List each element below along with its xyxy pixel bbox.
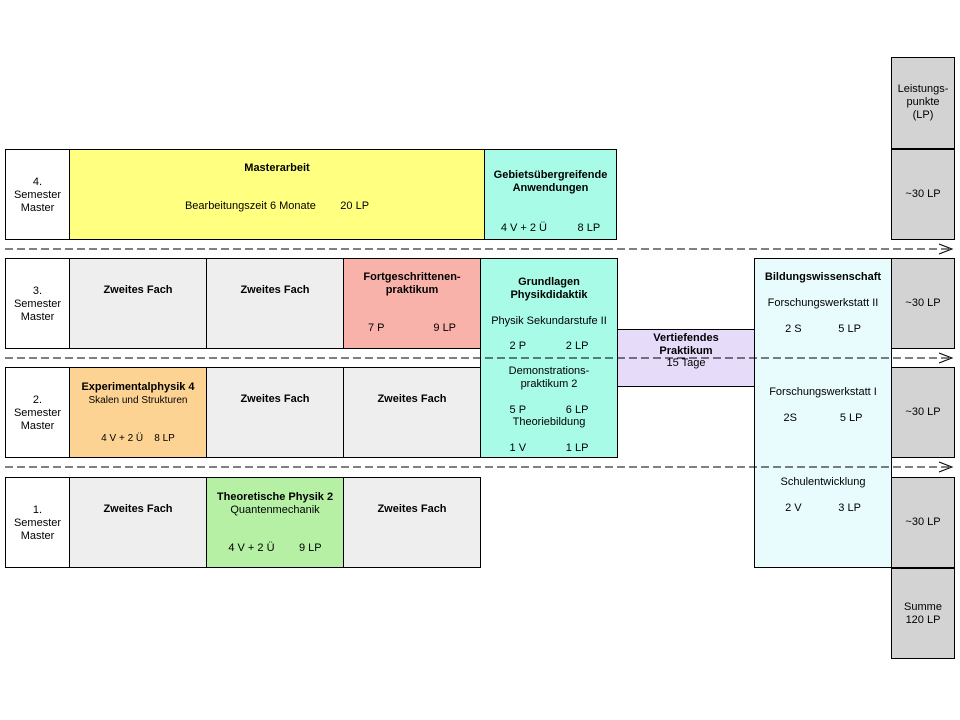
module-lp: 5 LP bbox=[839, 412, 863, 424]
points-semester-1: ~30 LP bbox=[891, 477, 955, 568]
submodule-details: 1 V 1 LP bbox=[481, 429, 617, 455]
points-label: ~30 LP bbox=[905, 188, 941, 200]
masterarbeit-module: Masterarbeit Bearbeitungszeit 6 Monate 2… bbox=[69, 149, 485, 240]
masterarbeit-details: Bearbeitungszeit 6 Monate 20 LP bbox=[70, 187, 484, 213]
points-semester-4: ~30 LP bbox=[891, 149, 955, 240]
module-lp: 5 LP bbox=[838, 323, 861, 335]
theoretische-physik-2-module: Theoretische Physik 2 Quantenmechanik 4 … bbox=[206, 477, 344, 568]
submodule-details: 2 V 3 LP bbox=[755, 489, 891, 515]
zweites-fach-module: Zweites Fach bbox=[206, 258, 344, 349]
submodule-name: Demonstrations- praktikum 2 bbox=[508, 365, 590, 390]
points-label: ~30 LP bbox=[905, 516, 941, 528]
points-label: ~30 LP bbox=[905, 406, 941, 418]
module-subtitle: Skalen und Strukturen bbox=[88, 395, 188, 406]
semester-1-label: 1. Semester Master bbox=[5, 477, 70, 568]
module-lp: 8 LP bbox=[577, 222, 601, 234]
semester-text: 1. Semester Master bbox=[13, 504, 62, 542]
semester-text: 2. Semester Master bbox=[13, 394, 62, 432]
semester-2-label: 2. Semester Master bbox=[5, 367, 70, 458]
zweites-fach-module: Zweites Fach bbox=[69, 477, 207, 568]
zweites-fach-module: Zweites Fach bbox=[343, 477, 481, 568]
points-label: ~30 LP bbox=[905, 297, 941, 309]
module-hours: 1 V bbox=[509, 442, 527, 454]
module-title: Masterarbeit bbox=[244, 162, 310, 174]
zweites-fach-module: Zweites Fach bbox=[343, 367, 481, 458]
module-subtitle: Quantenmechanik bbox=[230, 504, 320, 516]
bildungswissenschaft-module: Bildungswissenschaft Forschungswerkstatt… bbox=[754, 258, 892, 568]
module-lp: 2 LP bbox=[565, 340, 589, 352]
semester-separator-arrow bbox=[5, 352, 954, 364]
points-header-label: Leistungs- punkte (LP) bbox=[897, 83, 949, 121]
module-hours: 2 V bbox=[785, 502, 802, 514]
module-hours: 4 V + 2 Ü bbox=[101, 433, 144, 444]
fortgeschritten-details: 7 P 9 LP bbox=[344, 309, 480, 335]
submodule-details: 2 P 2 LP bbox=[481, 327, 617, 353]
semester-text: 4. Semester Master bbox=[13, 176, 62, 214]
module-title: Gebietsübergreifende Anwendungen bbox=[493, 169, 608, 194]
module-title: Zweites Fach bbox=[377, 393, 447, 405]
module-lp: 1 LP bbox=[565, 442, 589, 454]
gebiet-details: 4 V + 2 Ü 8 LP bbox=[485, 209, 616, 235]
module-title: Zweites Fach bbox=[103, 284, 173, 296]
module-lp: 20 LP bbox=[340, 200, 370, 212]
semester-3-label: 3. Semester Master bbox=[5, 258, 70, 349]
points-sum-label: Summe 120 LP bbox=[904, 601, 942, 626]
submodule-name: Schulentwicklung bbox=[780, 476, 866, 488]
semester-4-label: 4. Semester Master bbox=[5, 149, 70, 240]
points-header: Leistungs- punkte (LP) bbox=[891, 57, 955, 149]
zweites-fach-module: Zweites Fach bbox=[206, 367, 344, 458]
submodule-details: 2S 5 LP bbox=[755, 399, 891, 425]
submodule-details: 5 P 6 LP bbox=[481, 391, 617, 417]
module-title: Grundlagen Physikdidaktik bbox=[510, 276, 588, 301]
module-hours: 2 S bbox=[785, 323, 802, 335]
module-lp: 3 LP bbox=[838, 502, 861, 514]
module-title: Theoretische Physik 2 bbox=[216, 491, 334, 503]
module-duration: 15 Tage bbox=[666, 357, 706, 369]
submodule-name: Physik Sekundarstufe II bbox=[491, 315, 607, 327]
submodule-details: 2 S 5 LP bbox=[755, 310, 891, 336]
module-title: Zweites Fach bbox=[103, 503, 173, 515]
module-hours: 7 P bbox=[367, 322, 385, 334]
module-title: Zweites Fach bbox=[240, 393, 310, 405]
module-title: Zweites Fach bbox=[240, 284, 310, 296]
experimentalphysik-4-module: Experimentalphysik 4 Skalen und Struktur… bbox=[69, 367, 207, 458]
module-title: Vertiefendes Praktikum bbox=[653, 332, 719, 357]
module-lp: 6 LP bbox=[565, 404, 589, 416]
points-sum: Summe 120 LP bbox=[891, 568, 955, 659]
module-hours: 5 P bbox=[509, 404, 527, 416]
module-hours: 2 P bbox=[509, 340, 527, 352]
module-hours: 4 V + 2 Ü bbox=[500, 222, 547, 234]
semester-separator-arrow bbox=[5, 243, 954, 255]
submodule-name: Theoriebildung bbox=[512, 416, 586, 428]
module-hours: 2S bbox=[783, 412, 798, 424]
module-hours: 4 V + 2 Ü bbox=[228, 542, 275, 554]
module-title: Zweites Fach bbox=[377, 503, 447, 515]
semester-separator-arrow bbox=[5, 461, 954, 473]
module-title: Experimentalphysik 4 bbox=[81, 381, 195, 393]
submodule-name: Forschungswerkstatt I bbox=[769, 386, 877, 398]
module-title: Bildungswissenschaft bbox=[764, 271, 882, 283]
submodule-name: Forschungswerkstatt II bbox=[767, 297, 879, 309]
fortgeschrittenenpraktikum-module: Fortgeschrittenen- praktikum 7 P 9 LP bbox=[343, 258, 481, 349]
points-semester-2: ~30 LP bbox=[891, 367, 955, 458]
module-lp: 8 LP bbox=[154, 433, 175, 444]
gebiet-module: Gebietsübergreifende Anwendungen 4 V + 2… bbox=[484, 149, 617, 240]
points-semester-3: ~30 LP bbox=[891, 258, 955, 349]
module-lp: 9 LP bbox=[298, 542, 322, 554]
zweites-fach-module: Zweites Fach bbox=[69, 258, 207, 349]
semester-text: 3. Semester Master bbox=[13, 285, 62, 323]
module-lp: 9 LP bbox=[433, 322, 457, 334]
exp4-details: 4 V + 2 Ü 8 LP bbox=[70, 419, 206, 445]
module-title: Fortgeschrittenen- praktikum bbox=[363, 271, 461, 296]
theo2-details: 4 V + 2 Ü 9 LP bbox=[207, 529, 343, 555]
module-duration: Bearbeitungszeit 6 Monate bbox=[184, 200, 316, 212]
